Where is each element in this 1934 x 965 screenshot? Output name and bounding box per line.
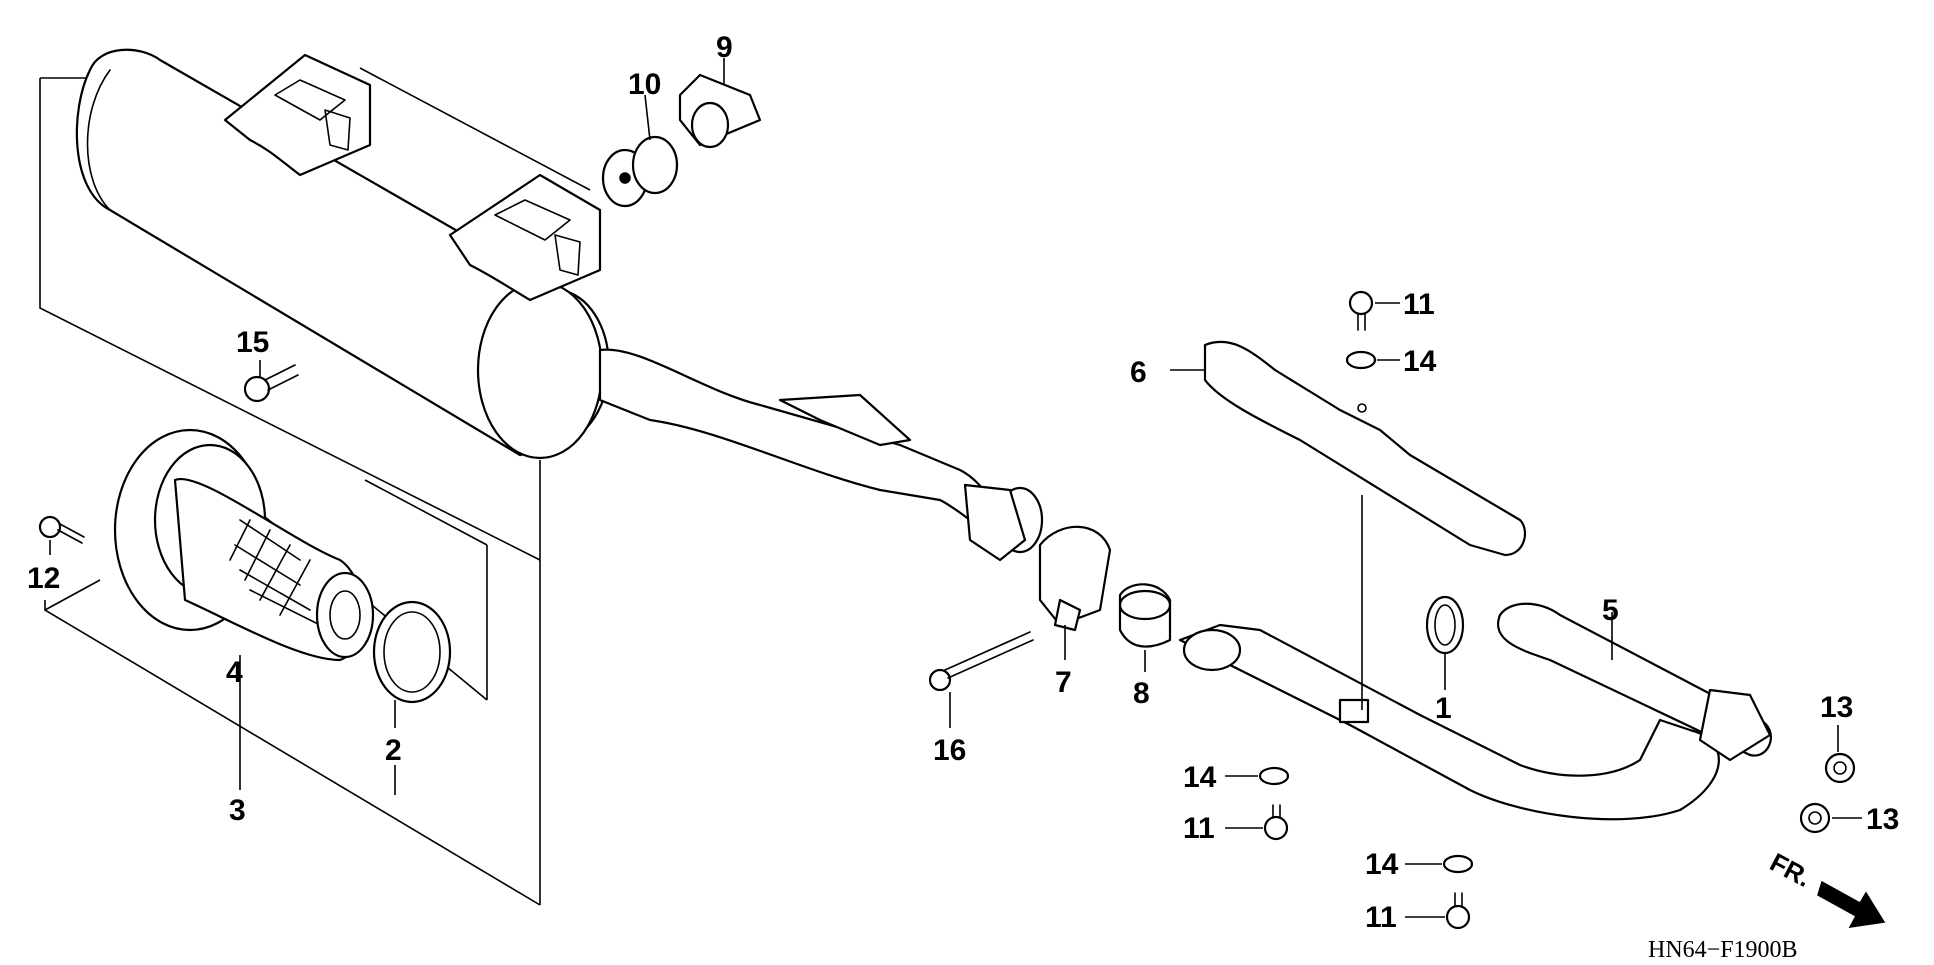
callout-14-bottom: 14 (1365, 848, 1399, 881)
bracket-9 (678, 73, 762, 149)
callout-9: 9 (716, 31, 733, 64)
bolt-16 (928, 631, 1034, 692)
gasket-2 (372, 600, 452, 704)
callout-8: 8 (1133, 677, 1150, 710)
callout-10: 10 (628, 68, 661, 101)
gasket-1 (1425, 595, 1465, 655)
clamp-7 (1038, 525, 1112, 632)
nut-13-upper (1824, 752, 1856, 784)
callout-13-upper: 13 (1820, 691, 1853, 724)
callout-16: 16 (933, 734, 966, 767)
callout-11-mid: 11 (1183, 812, 1215, 845)
callout-14-mid: 14 (1183, 761, 1217, 794)
diagram-code: HN64−F1900B (1648, 937, 1798, 963)
callout-6: 6 (1130, 356, 1147, 389)
callout-labels: 1 2 3 4 5 6 7 8 9 10 11 11 11 12 13 13 1… (27, 31, 1899, 934)
spark-arrester (113, 428, 375, 662)
heat-shield-6 (1203, 340, 1527, 557)
callout-11-top: 11 (1403, 288, 1435, 321)
callout-5: 5 (1602, 594, 1619, 627)
callout-7: 7 (1055, 666, 1072, 699)
washer-14-mid (1258, 766, 1290, 786)
front-direction-indicator: FR. (1765, 847, 1886, 928)
gasket-8 (1118, 583, 1172, 648)
callout-14-top: 14 (1403, 345, 1437, 378)
callout-15: 15 (236, 326, 269, 359)
front-arrow-icon (1817, 880, 1886, 928)
bolt-15 (243, 364, 299, 403)
callout-13-lower: 13 (1866, 803, 1899, 836)
callout-1: 1 (1435, 692, 1452, 725)
bolt-11-mid (1263, 804, 1289, 841)
front-label: FR. (1765, 847, 1816, 893)
leader-lines (49, 58, 1862, 918)
bolt-12 (38, 515, 85, 544)
exhaust-pipe-5 (1178, 602, 1772, 821)
grommet-10 (601, 135, 679, 208)
callout-3: 3 (229, 794, 246, 827)
muffler (75, 48, 1044, 562)
callout-11-bottom: 11 (1365, 901, 1397, 934)
callout-2: 2 (385, 734, 402, 767)
callout-4: 4 (226, 656, 243, 689)
washer-14-bottom (1442, 854, 1474, 874)
bolt-11-top (1348, 290, 1374, 331)
bolt-11-bottom (1445, 892, 1471, 930)
nut-13-lower (1799, 802, 1831, 834)
washer-14-top (1345, 350, 1377, 370)
callout-12: 12 (27, 562, 60, 595)
